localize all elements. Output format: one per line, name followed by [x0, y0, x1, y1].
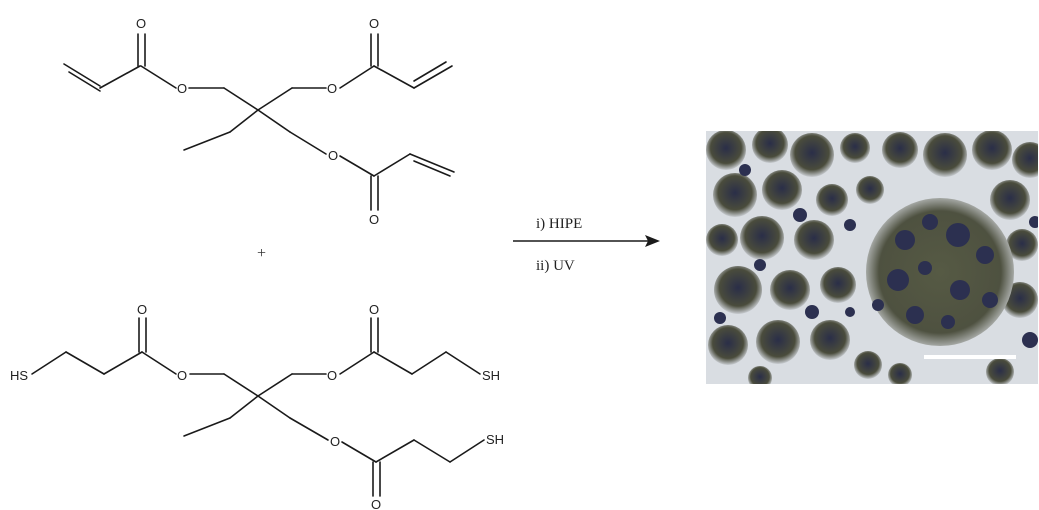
condition-uv: ii) UV	[536, 258, 575, 274]
atom-oxygen: O	[369, 212, 379, 227]
atom-oxygen: O	[177, 81, 187, 96]
bond-lines	[31, 317, 485, 497]
atom-oxygen: O	[177, 368, 187, 383]
atom-thiol: SH	[486, 432, 504, 447]
atom-oxygen: O	[327, 81, 337, 96]
atom-thiol: HS	[10, 368, 28, 383]
atom-oxygen: O	[330, 434, 340, 449]
arrow-head-icon	[645, 235, 660, 247]
atom-oxygen: O	[369, 16, 379, 31]
atom-oxygen: O	[136, 16, 146, 31]
atom-thiol: SH	[482, 368, 500, 383]
atom-oxygen: O	[137, 302, 147, 317]
reactant-top-molecule: O O O O O O	[63, 16, 455, 227]
scale-bar	[924, 355, 1016, 359]
atom-oxygen: O	[369, 302, 379, 317]
reaction-arrow: i) HIPE ii) UV	[513, 216, 660, 274]
bond-lines	[63, 33, 455, 211]
pore-field	[706, 131, 1038, 384]
reactant-bottom-molecule: HS O O O O SH O SH O	[10, 302, 504, 510]
atom-oxygen: O	[327, 368, 337, 383]
product-micrograph	[706, 131, 1038, 384]
atom-oxygen: O	[371, 497, 381, 510]
atom-oxygen: O	[328, 148, 338, 163]
condition-hipe: i) HIPE	[536, 216, 582, 232]
plus-sign: +	[257, 245, 266, 262]
